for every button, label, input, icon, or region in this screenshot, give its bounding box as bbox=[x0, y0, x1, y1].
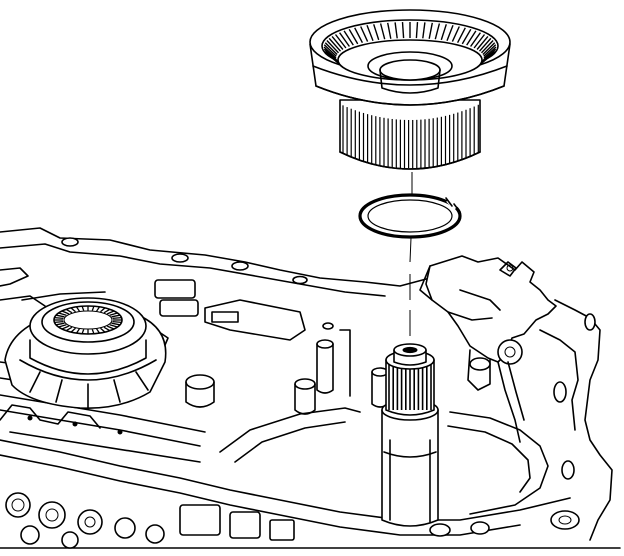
bearing-roller bbox=[112, 320, 122, 324]
gear-tooth bbox=[324, 50, 338, 63]
gear-tooth bbox=[343, 30, 354, 46]
bearing-roller bbox=[106, 310, 115, 315]
gear-tooth bbox=[483, 48, 497, 61]
bearing-roller bbox=[100, 327, 106, 333]
bearing-roller bbox=[65, 326, 73, 332]
gear-tooth bbox=[482, 42, 496, 55]
gear-tooth bbox=[456, 27, 466, 44]
bearing-roller bbox=[54, 320, 64, 324]
bearing-roller bbox=[103, 308, 111, 314]
bearing-roller bbox=[55, 314, 65, 318]
gear-tooth bbox=[415, 22, 419, 39]
bearing-roller bbox=[112, 316, 122, 320]
bearing-roller bbox=[58, 324, 67, 328]
bearing-roller bbox=[61, 310, 70, 315]
bearing-roller bbox=[111, 314, 121, 318]
bearing-roller bbox=[55, 322, 65, 326]
gear-tooth bbox=[483, 46, 497, 59]
gear-tooth bbox=[348, 28, 359, 45]
gear-tooth bbox=[334, 34, 347, 49]
seal-housing bbox=[4, 291, 167, 409]
bearing-roller bbox=[103, 326, 111, 332]
gear-tooth bbox=[428, 22, 433, 39]
gear-tooth bbox=[323, 48, 337, 61]
gear-tooth bbox=[324, 42, 338, 55]
bearing-roller bbox=[91, 329, 95, 335]
snap-ring bbox=[358, 193, 462, 239]
gear-tooth bbox=[360, 26, 369, 42]
gear-tooth bbox=[323, 46, 337, 59]
gear-tooth bbox=[373, 24, 380, 41]
lower-left-clutter bbox=[5, 492, 580, 549]
bearing-roller bbox=[96, 306, 101, 312]
gear-tooth bbox=[354, 27, 364, 44]
bearing-roller bbox=[70, 307, 76, 313]
gear-tooth bbox=[323, 44, 337, 57]
gear-tooth bbox=[379, 23, 386, 40]
gear-tooth bbox=[478, 37, 492, 52]
gear-tooth bbox=[434, 23, 441, 40]
bearing-roller bbox=[96, 328, 101, 334]
bearing-roller bbox=[109, 324, 118, 328]
gear-tooth bbox=[422, 22, 426, 39]
gear-tooth bbox=[476, 35, 489, 50]
gear-tooth bbox=[451, 26, 460, 42]
gear-tooth bbox=[470, 32, 481, 47]
bearing-roller bbox=[81, 305, 85, 311]
bearing-roller bbox=[109, 312, 118, 316]
valve-plate-bracket bbox=[419, 255, 557, 443]
gear-tooth bbox=[339, 32, 350, 47]
gear-tooth bbox=[331, 35, 344, 50]
bearing-roller bbox=[106, 325, 115, 330]
gear-tooth bbox=[387, 22, 392, 39]
splined-shaft bbox=[381, 343, 439, 527]
gear-tooth bbox=[483, 44, 497, 57]
alignment-line bbox=[409, 172, 413, 336]
gear-tooth bbox=[461, 28, 472, 45]
bearing-roller bbox=[70, 327, 76, 333]
gear-tooth bbox=[480, 40, 494, 54]
bearing-roller bbox=[54, 316, 64, 320]
gear-tooth bbox=[328, 37, 342, 52]
transmission-case bbox=[0, 227, 621, 549]
bearing-roller bbox=[111, 322, 121, 326]
bearing-roller bbox=[65, 308, 73, 314]
shaft-splines bbox=[388, 364, 432, 410]
gear-tooth bbox=[394, 22, 398, 39]
gear-tooth bbox=[326, 40, 340, 54]
gear-tooth bbox=[446, 25, 454, 41]
gear-tooth bbox=[440, 24, 447, 41]
gear-tooth bbox=[466, 30, 477, 46]
upper-bosses bbox=[119, 279, 389, 415]
ring-gear-drum bbox=[309, 9, 511, 170]
bearing-roller bbox=[81, 329, 85, 335]
seal-rollers bbox=[54, 305, 122, 335]
gear-tooth bbox=[473, 34, 486, 49]
bearing-roller bbox=[61, 325, 70, 330]
bearing-roller bbox=[75, 306, 80, 312]
bearing-roller bbox=[58, 312, 67, 316]
hub-ribs bbox=[342, 104, 479, 168]
gear-tooth bbox=[401, 22, 405, 39]
bearing-roller bbox=[91, 305, 95, 311]
bearing-roller bbox=[100, 307, 106, 313]
gear-tooth bbox=[366, 25, 374, 41]
bearing-roller bbox=[75, 328, 80, 334]
